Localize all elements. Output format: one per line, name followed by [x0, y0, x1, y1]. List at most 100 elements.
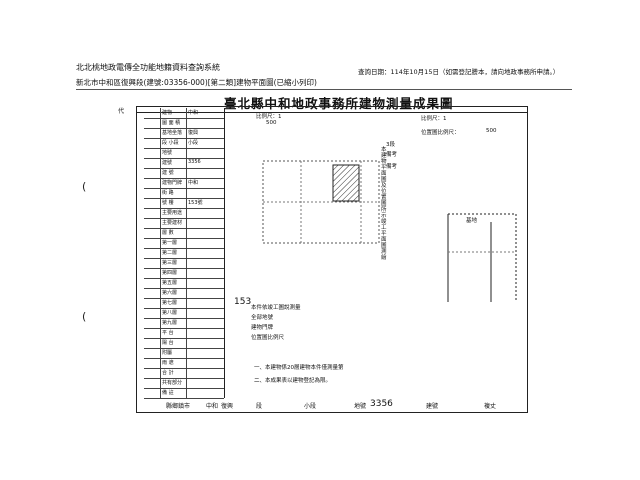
building-info-row: 第三層 [144, 258, 224, 269]
building-info-label: 附屬 [162, 350, 173, 356]
building-info-label: 街 路 [162, 190, 174, 196]
system-title: 北北桃地政電傳全功能地籍資料查詢系統 [76, 63, 220, 72]
middle-note-2: 全部地號 [251, 315, 274, 321]
building-info-label: 平 台 [162, 330, 174, 336]
building-info-label: 主要用途 [162, 210, 183, 216]
building-info-row: 第七層 [144, 298, 224, 309]
sheet-frame [136, 106, 528, 413]
bottom-info-row: 縣鄉鎮市 中和 復興 段 小段 地號 3356 建號 複丈 [136, 398, 528, 412]
building-info-row: 圖 面 積 [144, 118, 224, 129]
building-info-row: 附屬 [144, 348, 224, 359]
building-info-row: 第一層 [144, 238, 224, 249]
scale-value: 500 [266, 120, 277, 126]
query-date: 查詢日期：114年10月15日（如需登記謄本，請向地政事務所申請。） [358, 68, 560, 76]
building-info-row: 段 小段 小段 [144, 138, 224, 149]
bottom-district: 中和 [206, 403, 219, 410]
building-info-row: 地號 [144, 148, 224, 159]
building-info-row: 主要建材 [144, 218, 224, 229]
building-info-label: 建物 [162, 110, 173, 116]
building-info-row: 建物 中和 [144, 108, 224, 119]
building-info-row: 層 數 [144, 228, 224, 239]
building-info-row: 主要用途 [144, 208, 224, 219]
building-info-label: 號 樓 [162, 200, 174, 206]
plan-label: 基地 [466, 218, 478, 224]
building-info-row: 第二層 [144, 248, 224, 259]
building-info-label: 第二層 [162, 250, 178, 256]
building-info-label: 陽 台 [162, 340, 174, 346]
building-info-label: 建 號 [162, 170, 174, 176]
building-info-label: 基地坐落 [162, 130, 183, 136]
bottom-village: 復興 [221, 403, 234, 410]
building-info-row: 雨 遮 [144, 358, 224, 369]
building-info-label: 建號 [162, 160, 173, 166]
right-scale-value: 500 [486, 128, 497, 134]
building-info-row: 建 號 [144, 168, 224, 179]
building-info-label: 第四層 [162, 270, 178, 276]
building-info-row: 街 路 [144, 188, 224, 199]
bottom-bldg-number: 3356 [370, 399, 393, 409]
right-line-1: 3段 [386, 142, 395, 148]
bottom-place: 縣鄉鎮市 [166, 403, 191, 410]
building-info-row: 建物門牌中和 [144, 178, 224, 189]
building-info-row: 第九層 [144, 318, 224, 329]
position-scale-label: 位置圖比例尺： [421, 130, 460, 136]
building-info-row: 備 註 [144, 388, 224, 399]
building-info-label: 地號 [162, 150, 173, 156]
margin-paren-bottom: ( [82, 310, 87, 323]
bottom-section: 段 [256, 403, 263, 410]
building-info-row: 陽 台 [144, 338, 224, 349]
middle-note-number: 153 [234, 297, 252, 307]
building-info-label: 雨 遮 [162, 360, 174, 366]
building-info-label: 備 註 [162, 390, 174, 396]
right-line-3: 備考 [386, 164, 398, 170]
building-info-label: 第九層 [162, 320, 178, 326]
building-info-row: 第八層 [144, 308, 224, 319]
building-info-value: 小段 [188, 140, 199, 146]
document-subtitle: 新北市中和區復興段(建號:03356-000)[第二類]建物平面圖(已縮小列印) [76, 78, 317, 87]
bottom-lot: 地號 [354, 403, 367, 410]
building-floor-plan [262, 160, 380, 244]
location-plan [447, 213, 517, 302]
building-info-label: 建物門牌 [162, 180, 183, 186]
building-info-label: 第七層 [162, 300, 178, 306]
margin-paren-top: ( [82, 180, 87, 193]
building-info-label: 共有部分 [162, 380, 183, 386]
building-info-row: 第四層 [144, 268, 224, 279]
building-info-row: 合 計 [144, 368, 224, 379]
middle-note-1: 本件依竣工圖說測量 [251, 305, 301, 311]
title-divider [136, 112, 528, 113]
bottom-bldg: 建號 [426, 403, 439, 410]
building-info-row: 號 樓 153號 [144, 198, 224, 209]
building-info-label: 第一層 [162, 240, 178, 246]
bottom-subsection: 小段 [304, 403, 317, 410]
document-title: 臺北縣中和地政事務所建物測量成果圖 [224, 96, 454, 111]
building-info-value: 中和 [188, 180, 199, 186]
building-info-label: 合 計 [162, 370, 174, 376]
side-label: 代 [118, 108, 125, 115]
building-info-label: 圖 面 積 [162, 120, 181, 126]
bottom-note-1: 一、本建物係20層建物本件僅測量第 [254, 365, 344, 371]
building-info-label: 段 小段 [162, 140, 179, 146]
right-scale-label: 比例尺：1 [421, 116, 447, 122]
building-info-value: 中和 [188, 110, 199, 116]
header-divider [76, 89, 572, 90]
middle-note-3: 建物門牌 [251, 325, 274, 331]
vertical-note: 本建物平面圖及位置圖所示竣工平面圖測繪 [381, 147, 387, 261]
building-info-row: 建號 3356 [144, 158, 224, 169]
building-info-row: 共有部分 [144, 378, 224, 389]
building-info-label: 第八層 [162, 310, 178, 316]
building-info-value: 復興 [188, 130, 199, 136]
right-line-2: 備考 [386, 152, 398, 158]
building-info-value: 3356 [188, 159, 201, 165]
building-info-row: 基地坐落復興 [144, 128, 224, 139]
building-info-label: 第三層 [162, 260, 178, 266]
building-info-label: 第六層 [162, 290, 178, 296]
building-info-label: 第五層 [162, 280, 178, 286]
building-info-row: 第五層 [144, 278, 224, 289]
building-info-value: 153號 [188, 200, 203, 206]
bottom-note-2: 二、本成果表以建物登記為限。 [254, 378, 332, 384]
building-info-row: 平 台 [144, 328, 224, 339]
building-info-row: 第六層 [144, 288, 224, 299]
survey-sheet: 臺北縣中和地政事務所建物測量成果圖 代 比例尺：1 500 建物中和圖 面 積基… [116, 92, 578, 425]
